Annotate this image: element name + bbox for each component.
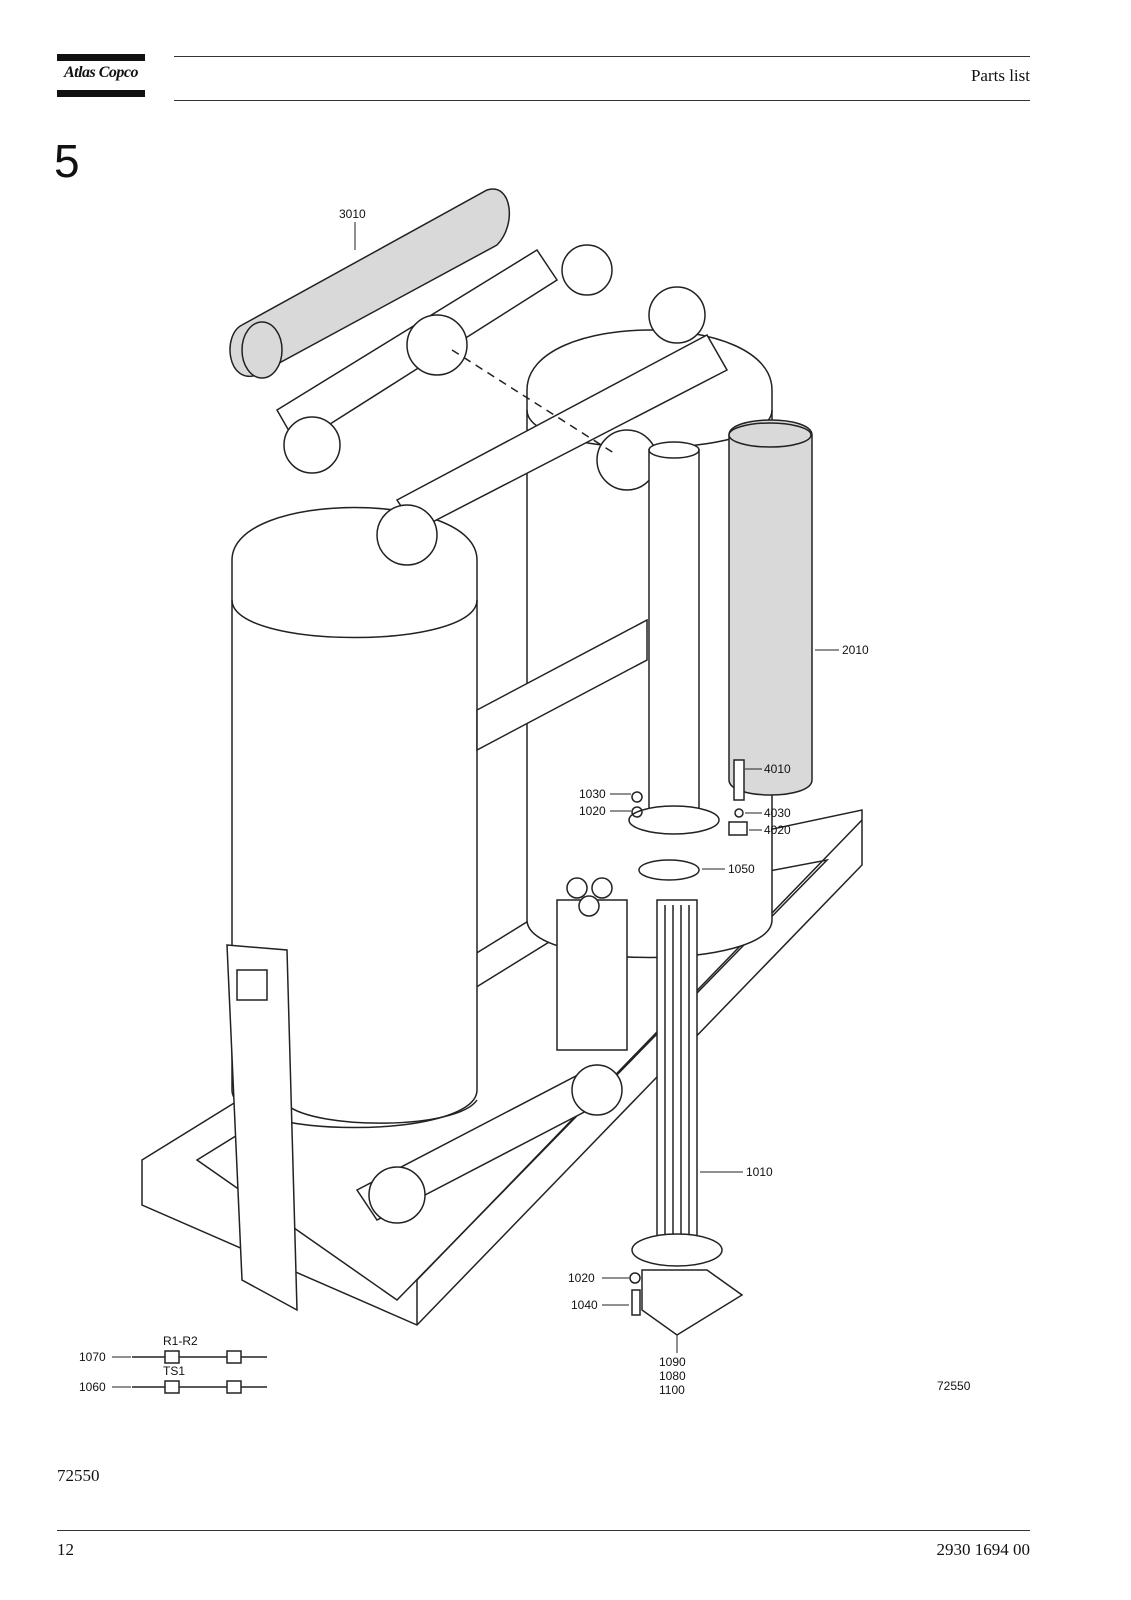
- insulation-3010: [229, 188, 511, 378]
- label-ts1: TS1: [163, 1364, 185, 1378]
- cable-r1-r2-plug-2: [226, 1350, 242, 1364]
- heater-flange: [628, 805, 720, 835]
- cross-brace: [476, 618, 648, 752]
- header-rule-top: [174, 56, 1030, 57]
- part-4010: [733, 759, 745, 801]
- cable-r1-r2-plug-1: [164, 1350, 180, 1364]
- label-1060: 1060: [79, 1380, 106, 1394]
- part-1040: [631, 1289, 641, 1316]
- heater-element-rods: [664, 905, 690, 1245]
- top-flange-6: [648, 286, 706, 344]
- top-flange-2: [376, 504, 438, 566]
- gasket-1050: [638, 859, 700, 881]
- header-rule-bottom: [174, 100, 1030, 101]
- document-number: 2930 1694 00: [936, 1540, 1031, 1559]
- valve-port-1: [566, 877, 588, 899]
- figure-caption: 72550: [57, 1466, 100, 1485]
- left-vessel-bottom-seam: [286, 1099, 478, 1124]
- valve-block: [556, 899, 628, 1051]
- header-title: Parts list: [970, 66, 1030, 85]
- cable-ts1-plug-2: [226, 1380, 242, 1394]
- label-4030: 4030: [764, 806, 791, 820]
- bottom-flange-2: [571, 1064, 623, 1116]
- part-1030: [631, 791, 643, 803]
- label-1050: 1050: [728, 862, 755, 876]
- label-1040: 1040: [571, 1298, 598, 1312]
- heater-element: [656, 899, 698, 1251]
- section-number: 5: [54, 135, 80, 187]
- label-3010: 3010: [339, 207, 366, 221]
- part-4020: [728, 821, 748, 836]
- label-1020a: 1020: [579, 804, 606, 818]
- label-1010: 1010: [746, 1165, 773, 1179]
- valve-port-2: [591, 877, 613, 899]
- label-1100: 1100: [659, 1383, 685, 1397]
- exploded-parts-drawing: 3010 2010 4010 4030 4020 1030 1020 1050 …: [79, 188, 971, 1397]
- heater-element-flange: [631, 1233, 723, 1267]
- heater-housing-top: [648, 441, 700, 459]
- valve-port-3: [578, 895, 600, 917]
- label-4020: 4020: [764, 823, 791, 837]
- top-flange-3: [596, 429, 658, 491]
- base-frame-side: [416, 819, 863, 1325]
- label-1070: 1070: [79, 1350, 106, 1364]
- label-1020b: 1020: [568, 1271, 595, 1285]
- page-number: 12: [57, 1540, 74, 1559]
- label-r1-r2: R1-R2: [163, 1334, 198, 1348]
- label-4010: 4010: [764, 762, 791, 776]
- label-1090: 1090: [659, 1355, 686, 1369]
- logo-bar-top: [57, 54, 145, 61]
- part-1020a: [631, 806, 643, 818]
- label-2010: 2010: [842, 643, 869, 657]
- drawing-reference: 72550: [937, 1379, 971, 1393]
- heater-housing: [648, 449, 700, 821]
- insulation-2010: [728, 419, 813, 796]
- top-flange-4: [283, 416, 341, 474]
- part-1020b: [629, 1272, 641, 1284]
- bottom-flange-1: [368, 1166, 426, 1224]
- atlas-copco-logo: Atlas Copco: [57, 54, 145, 98]
- logo-bar-bottom: [57, 90, 145, 97]
- warning-plate: [236, 969, 268, 1001]
- cable-ts1-plug-1: [164, 1380, 180, 1394]
- footer-rule: [57, 1530, 1030, 1531]
- top-flange-5: [561, 244, 613, 296]
- insulation-3010-end: [241, 321, 283, 379]
- terminal-box: [641, 1269, 744, 1336]
- label-1030: 1030: [579, 787, 606, 801]
- label-1080: 1080: [659, 1369, 686, 1383]
- logo-text: Atlas Copco: [63, 64, 139, 81]
- dashed-guide-line: [451, 349, 618, 456]
- insulation-2010-top: [728, 422, 812, 448]
- part-4030: [734, 808, 744, 818]
- left-vessel-collar: [231, 599, 478, 639]
- left-support-leg: [226, 944, 298, 1312]
- top-flange-1: [406, 314, 468, 376]
